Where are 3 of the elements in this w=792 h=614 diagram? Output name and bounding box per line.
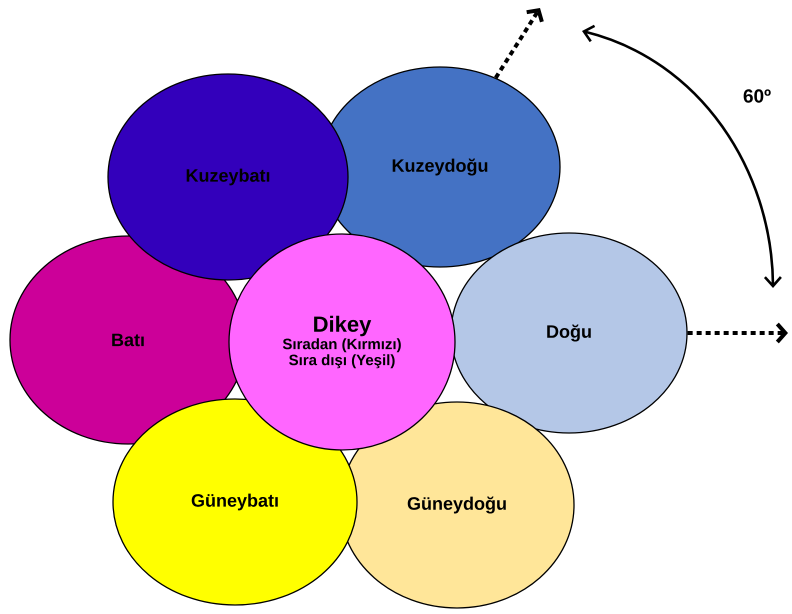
arrow	[494, 8, 544, 79]
arrow	[688, 322, 788, 344]
angle-label: 60º	[744, 89, 771, 103]
